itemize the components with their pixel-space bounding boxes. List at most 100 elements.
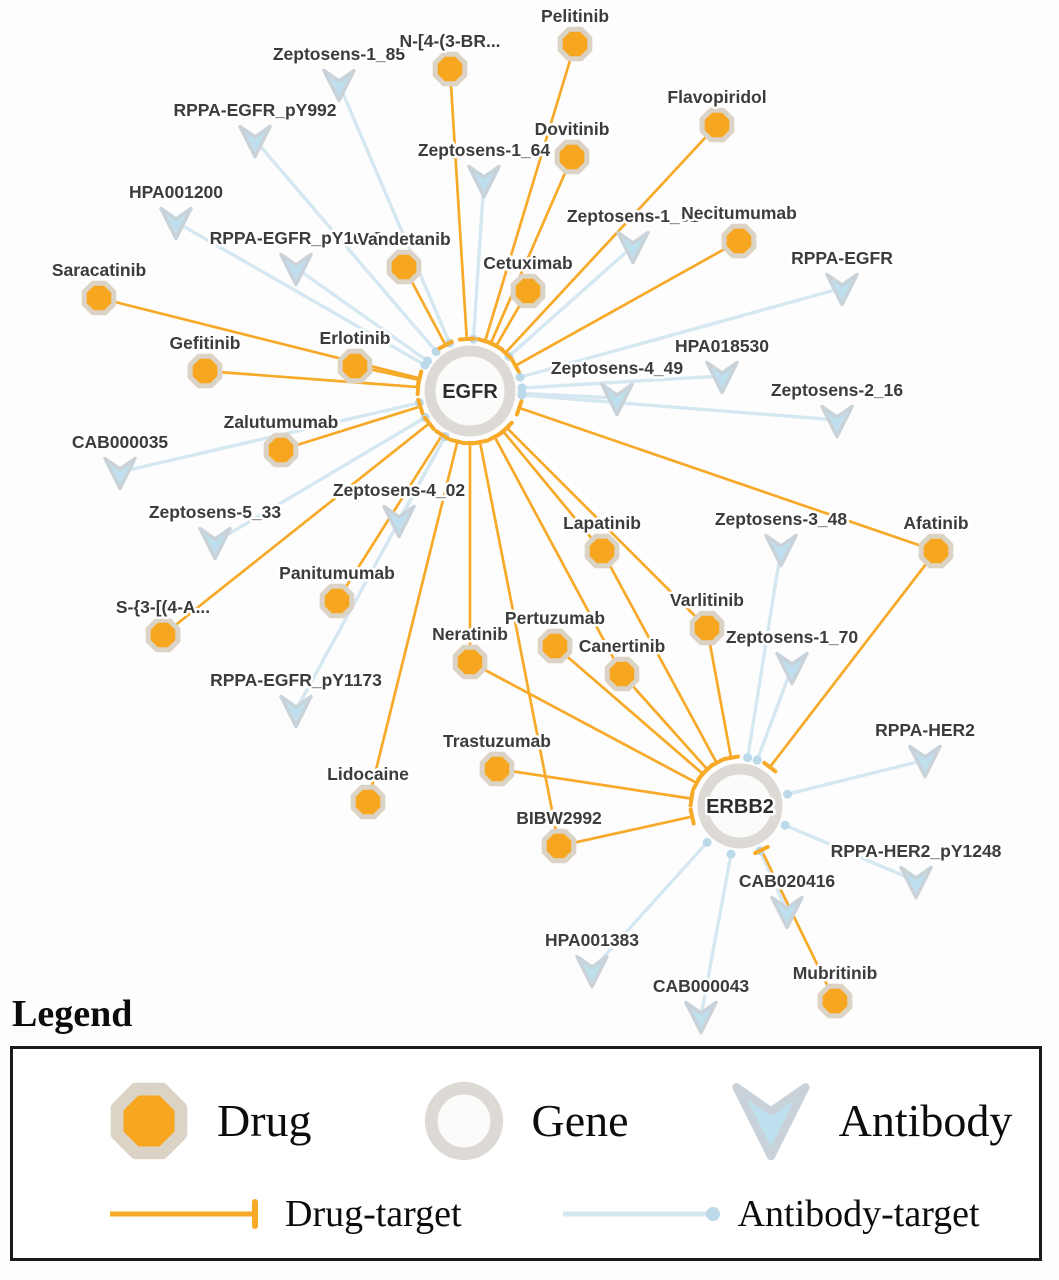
drug-node-mubritinib[interactable] <box>817 983 853 1019</box>
drug-target-edge <box>620 673 709 771</box>
antibody-node-cab000035[interactable] <box>103 456 137 491</box>
legend-item-drug: Drug <box>99 1071 312 1171</box>
drug-target-tee <box>488 340 505 352</box>
drug-label-n-4-3-br: N-[4-(3-BR... <box>399 31 500 51</box>
drug-target-tee <box>471 438 489 446</box>
gene-node-egfr[interactable] <box>424 345 516 437</box>
drug-target-tee <box>700 762 715 777</box>
antibody-node-rppa-egfr[interactable] <box>825 272 859 307</box>
drug-label-lidocaine: Lidocaine <box>327 764 409 784</box>
antibody-node-rppa-egfr-py1173[interactable] <box>279 694 313 729</box>
legend-drug-target-label: Drug-target <box>285 1193 462 1236</box>
drug-target-edge <box>483 43 577 342</box>
antibody-node-zeptosens-1-31[interactable] <box>616 230 650 265</box>
antibody-target-edge <box>295 266 429 363</box>
drug-node-erlotinib[interactable] <box>337 348 373 384</box>
drug-node-s-3-4-a[interactable] <box>145 617 181 653</box>
drug-node-pertuzumab[interactable] <box>537 628 573 664</box>
antibody-target-dot <box>743 753 753 763</box>
antibody-label-zeptosens-1-64: Zeptosens-1_64 <box>418 140 551 160</box>
antibody-node-zeptosens-1-70[interactable] <box>775 651 809 686</box>
legend-gene-label: Gene <box>531 1095 629 1147</box>
drug-label-gefitinib: Gefitinib <box>170 333 241 353</box>
antibody-target-edge <box>507 244 635 358</box>
gene-node-icon <box>424 1081 503 1160</box>
antibody-label-hpa001200: HPA001200 <box>129 182 223 202</box>
antibody-target-edge <box>253 138 438 353</box>
antibody-node-rppa-her2[interactable] <box>908 744 942 779</box>
antibody-target-edge <box>337 83 452 344</box>
drug-node-lapatinib[interactable] <box>584 533 620 569</box>
edge-layer <box>98 43 938 1017</box>
antibody-target-edge <box>758 850 789 912</box>
drug-target-tee <box>416 397 425 416</box>
antibody-target-edge <box>521 391 618 400</box>
drug-target-tee <box>688 807 696 826</box>
antibody-label-zeptosens-5-33: Zeptosens-5_33 <box>149 502 282 522</box>
drug-label-erlotinib: Erlotinib <box>320 328 391 348</box>
drug-node-zalutumumab[interactable] <box>263 432 299 468</box>
antibody-node-cab000043[interactable] <box>684 1000 718 1035</box>
drug-node-afatinib[interactable] <box>918 533 954 569</box>
drug-label-panitumumab: Panitumumab <box>279 563 395 583</box>
drug-node-saracatinib[interactable] <box>81 280 117 316</box>
drug-node-gefitinib[interactable] <box>187 353 223 389</box>
drug-node-bibw2992[interactable] <box>541 828 577 864</box>
drug-node-flavopiridol[interactable] <box>699 107 735 143</box>
antibody-label-rppa-her2-py1248: RPPA-HER2_pY1248 <box>831 841 1002 861</box>
antibody-target-edge <box>175 220 426 367</box>
drug-node-pelitinib[interactable] <box>557 26 593 62</box>
antibody-label-hpa001383: HPA001383 <box>545 930 639 950</box>
antibody-node-zeptosens-4-49[interactable] <box>600 382 634 417</box>
antibody-label-rppa-egfr-py1068: RPPA-EGFR_pY1068 <box>210 228 383 248</box>
drug-node-neratinib[interactable] <box>452 644 488 680</box>
antibody-node-zeptosens-1-64[interactable] <box>467 164 501 199</box>
drug-target-edge <box>448 68 469 340</box>
drug-node-dovitinib[interactable] <box>554 139 590 175</box>
antibody-target-edge <box>521 374 723 390</box>
drug-node-trastuzumab[interactable] <box>479 751 515 787</box>
drug-node-vandetanib[interactable] <box>386 249 422 285</box>
antibody-label-zeptosens-4-02: Zeptosens-4_02 <box>333 480 466 500</box>
antibody-label-rppa-egfr-py992: RPPA-EGFR_pY992 <box>173 100 336 120</box>
antibody-node-zeptosens-1-85[interactable] <box>322 68 356 103</box>
antibody-node-rppa-her2-py1248[interactable] <box>899 865 933 900</box>
drug-node-necitumumab[interactable] <box>721 223 757 259</box>
antibody-target-dot <box>780 820 790 830</box>
antibody-node-cab020416[interactable] <box>770 895 804 930</box>
antibody-target-edge <box>590 841 709 972</box>
antibody-node-zeptosens-3-48[interactable] <box>764 533 798 568</box>
antibody-node-rppa-egfr-py1068[interactable] <box>279 252 313 287</box>
antibody-node-zeptosens-5-33[interactable] <box>198 526 232 561</box>
antibody-target-edge <box>787 758 926 796</box>
gene-node-erbb2[interactable] <box>697 763 783 849</box>
drug-target-edge <box>768 550 938 768</box>
drug-node-canertinib[interactable] <box>604 656 640 692</box>
drug-node-panitumumab[interactable] <box>319 583 355 619</box>
antibody-node-hpa001200[interactable] <box>159 206 193 241</box>
drug-label-mubritinib: Mubritinib <box>793 963 878 983</box>
legend-node-types-row: Drug Gene Antibody <box>13 1071 1039 1171</box>
antibody-label-cab000035: CAB000035 <box>72 432 169 452</box>
drug-target-edge <box>514 239 740 367</box>
antibody-node-zeptosens-2-16[interactable] <box>820 404 854 439</box>
drug-label-varlitinib: Varlitinib <box>670 590 744 610</box>
drug-target-edge <box>518 406 937 553</box>
antibody-node-rppa-egfr-py992[interactable] <box>238 124 272 159</box>
legend-item-gene: Gene <box>414 1071 629 1171</box>
drug-target-tee <box>753 844 770 856</box>
gene-label-erbb2: ERBB2 <box>706 796 774 818</box>
drug-node-lidocaine[interactable] <box>350 784 386 820</box>
drug-label-trastuzumab: Trastuzumab <box>443 731 551 751</box>
drug-label-canertinib: Canertinib <box>579 636 666 656</box>
drug-node-cetuximab[interactable] <box>510 273 546 309</box>
drug-node-varlitinib[interactable] <box>689 610 725 646</box>
drug-node-n-4-3-br[interactable] <box>432 51 468 87</box>
antibody-node-hpa018530[interactable] <box>705 360 739 395</box>
antibody-label-zeptosens-2-16: Zeptosens-2_16 <box>771 380 904 400</box>
antibody-node-zeptosens-4-02[interactable] <box>382 504 416 539</box>
antibody-node-hpa001383[interactable] <box>575 954 609 989</box>
drug-label-bibw2992: BIBW2992 <box>516 808 602 828</box>
drug-target-edge <box>162 422 431 637</box>
